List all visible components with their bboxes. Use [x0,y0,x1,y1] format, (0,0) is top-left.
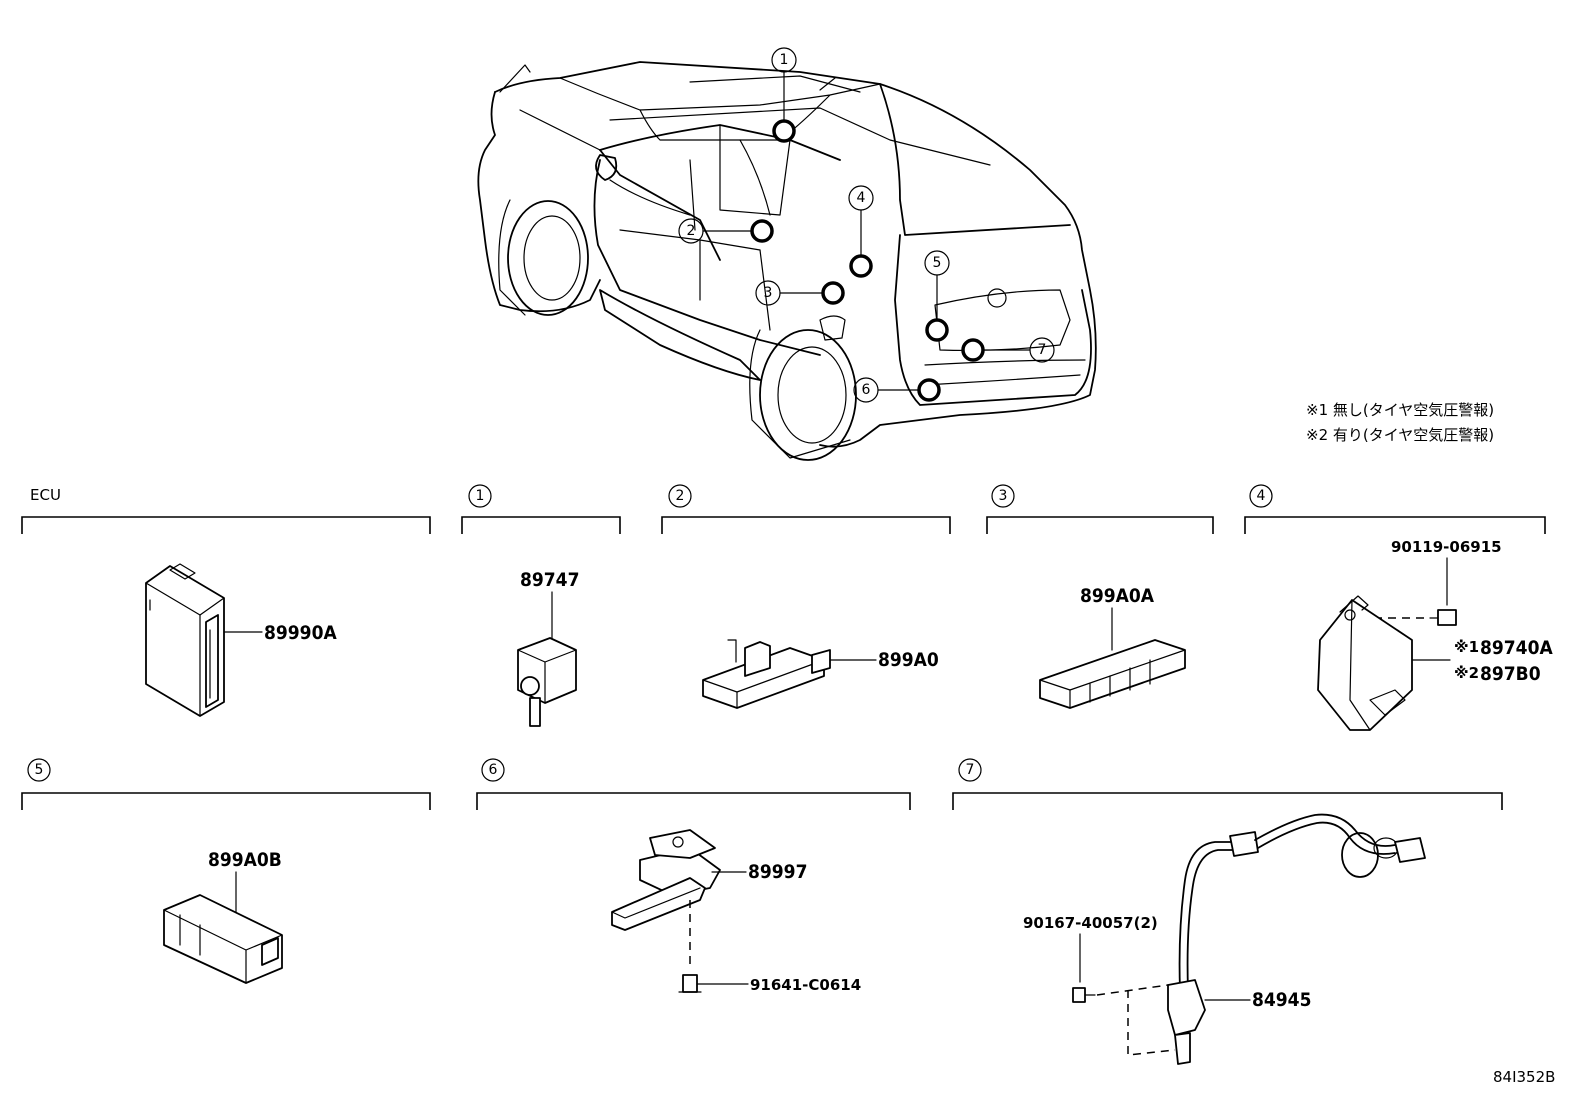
bracket-7 [952,792,1503,810]
section-2-header: 2 [668,484,692,508]
bracket-ecu [21,516,431,534]
note-2: ※2 有り(タイヤ空気圧警報) [1306,426,1494,444]
svg-text:1: 1 [780,52,789,68]
part-84945: 84945 [1252,989,1311,1011]
callout-2: 2 [678,218,704,244]
part-89990A: 89990A [264,622,337,644]
part-899A0A: 899A0A [1080,585,1155,607]
part-89740A: 89740A [1480,637,1553,659]
vehicle-illustration: 1 2 3 4 5 6 7 [477,47,1097,461]
part-89997: 89997 [748,861,807,883]
bracket-2 [661,516,951,534]
svg-text:3: 3 [999,488,1008,504]
bracket-6 [476,792,911,810]
sensor-89997 [611,829,721,931]
sensor-89747 [517,637,577,727]
bracket-1 [461,516,621,534]
callout-3: 3 [755,280,781,306]
section-3-header: 3 [991,484,1015,508]
callout-4: 4 [848,185,874,211]
bolt-4 [1429,609,1457,626]
marker-5 [925,318,949,342]
section-1-header: 1 [468,484,492,508]
svg-text:6: 6 [489,762,498,778]
part-a-mark: ※1 [1454,638,1479,656]
bolt-90167-40057: 90167-40057(2) [1023,914,1158,932]
svg-text:4: 4 [857,190,866,206]
svg-text:2: 2 [687,223,696,239]
callout-1: 1 [771,47,797,73]
section-5-header: 5 [27,758,51,782]
bracket-3 [986,516,1214,534]
antenna-899A0A [1039,639,1186,709]
callout-6: 6 [853,377,879,403]
marker-4 [849,254,873,278]
bolt-6 [678,974,702,993]
svg-text:1: 1 [476,488,485,504]
note-1: ※1 無し(タイヤ空気圧警報) [1306,401,1494,419]
part-899A0B: 899A0B [208,849,282,871]
diagram-id: 84I352B [1493,1068,1555,1086]
part-b-mark: ※2 [1454,664,1479,682]
marker-7 [961,338,985,362]
svg-text:4: 4 [1257,488,1266,504]
bolt-90119-06915: 90119-06915 [1391,538,1502,556]
part-899A0: 899A0 [878,649,939,671]
marker-3 [821,281,845,305]
svg-text:3: 3 [764,285,773,301]
section-7-header: 7 [958,758,982,782]
part-897B0: 897B0 [1480,663,1541,685]
bracket-4 [1244,516,1546,534]
bolt-7 [1072,987,1096,1003]
section-6-header: 6 [481,758,505,782]
bolt-91641-C0614: 91641-C0614 [750,976,861,994]
transmitter-89740A [1317,595,1413,731]
svg-text:5: 5 [933,255,942,271]
section-4-header: 4 [1249,484,1273,508]
bracket-5 [21,792,431,810]
svg-text:2: 2 [676,488,685,504]
antenna-899A0 [702,639,831,709]
antenna-899A0B [163,894,283,984]
marker-2 [750,219,774,243]
svg-text:7: 7 [966,762,975,778]
callout-5: 5 [924,250,950,276]
ecu-label: ECU [30,486,61,504]
callout-7: 7 [1029,337,1055,363]
part-89747: 89747 [520,569,579,591]
marker-6 [917,378,941,402]
harness-84945 [1167,813,1426,1065]
svg-text:6: 6 [862,382,871,398]
marker-1 [772,119,796,143]
ecu-module [145,563,225,717]
svg-text:7: 7 [1038,342,1047,358]
svg-text:5: 5 [35,762,44,778]
